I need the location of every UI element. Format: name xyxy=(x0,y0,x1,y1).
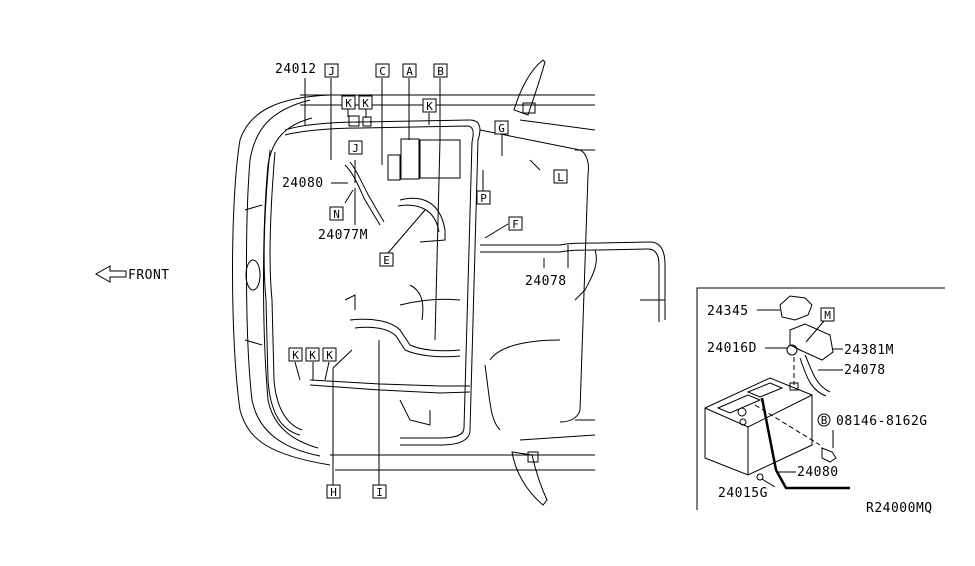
svg-text:J: J xyxy=(352,142,359,155)
callout-K-3: K xyxy=(422,98,437,113)
svg-text:A: A xyxy=(406,65,413,78)
svg-text:F: F xyxy=(512,218,519,231)
callout-N: N xyxy=(329,206,344,221)
harness-network xyxy=(263,119,666,446)
svg-text:B: B xyxy=(437,65,444,78)
callout-J-mid: J xyxy=(348,140,363,155)
battery-terminal-cover xyxy=(779,295,813,321)
battery-inset-panel: 24345 M 24381M 24016D 24078 B xyxy=(696,287,945,510)
callout-K-6: K xyxy=(322,347,337,362)
part-24077M-label: 24077M xyxy=(318,228,368,243)
ground-bolt xyxy=(756,473,764,481)
svg-text:K: K xyxy=(292,349,299,362)
callout-A: A xyxy=(402,63,417,78)
part-24080-label: 24080 xyxy=(282,176,324,191)
callout-I: I xyxy=(372,484,387,499)
callout-K-4: K xyxy=(288,347,303,362)
leader-lines xyxy=(294,78,569,485)
part-08146-label: 08146-8162G xyxy=(836,414,928,429)
right-mirror xyxy=(511,451,548,506)
callout-L: L xyxy=(553,169,568,184)
svg-text:L: L xyxy=(557,171,564,184)
svg-text:K: K xyxy=(426,100,433,113)
part-24078-inset-label: 24078 xyxy=(844,363,886,378)
callout-P: P xyxy=(476,190,491,205)
part-24012-label: 24012 xyxy=(275,62,317,77)
callout-K-5: K xyxy=(305,347,320,362)
svg-text:K: K xyxy=(309,349,316,362)
callout-M: M xyxy=(820,307,835,322)
terminal-nut xyxy=(786,344,798,356)
svg-text:N: N xyxy=(333,208,340,221)
svg-text:G: G xyxy=(498,122,505,135)
callout-G: G xyxy=(494,120,509,135)
callout-K-2: K xyxy=(358,95,373,110)
bolt-marker-circle xyxy=(817,413,831,427)
callout-F: F xyxy=(508,216,523,231)
svg-text:H: H xyxy=(330,486,337,499)
callout-C: C xyxy=(375,63,390,78)
svg-text:K: K xyxy=(362,97,369,110)
callout-J-top: J xyxy=(324,63,339,78)
mounting-bolt xyxy=(821,447,837,463)
part-24381M-label: 24381M xyxy=(844,343,894,358)
fusible-link-block xyxy=(789,323,834,361)
svg-text:E: E xyxy=(383,254,390,267)
diagram-code: R24000MQ xyxy=(866,501,933,516)
svg-text:K: K xyxy=(345,97,352,110)
left-mirror xyxy=(513,59,546,116)
part-24078-label: 24078 xyxy=(525,274,567,289)
part-24015G-label: 24015G xyxy=(718,486,768,501)
callout-H: H xyxy=(326,484,341,499)
vehicle-body-outline xyxy=(232,94,596,471)
callout-K-1: K xyxy=(341,95,356,110)
bolt-marker-letter: B xyxy=(821,414,828,427)
battery xyxy=(704,377,813,476)
svg-text:K: K xyxy=(326,349,333,362)
arrow-left-icon xyxy=(94,265,127,283)
svg-text:I: I xyxy=(376,486,383,499)
callout-B: B xyxy=(433,63,448,78)
svg-text:C: C xyxy=(379,65,386,78)
front-label: FRONT xyxy=(128,268,170,283)
fuse-relay-boxes xyxy=(348,115,461,181)
front-direction-indicator: FRONT xyxy=(94,265,170,283)
part-24016D-label: 24016D xyxy=(707,341,757,356)
svg-text:J: J xyxy=(328,65,335,78)
svg-text:P: P xyxy=(480,192,487,205)
svg-text:M: M xyxy=(824,309,831,322)
part-24080-inset-label: 24080 xyxy=(797,465,839,480)
callout-E: E xyxy=(379,252,394,267)
part-24345-label: 24345 xyxy=(707,304,749,319)
